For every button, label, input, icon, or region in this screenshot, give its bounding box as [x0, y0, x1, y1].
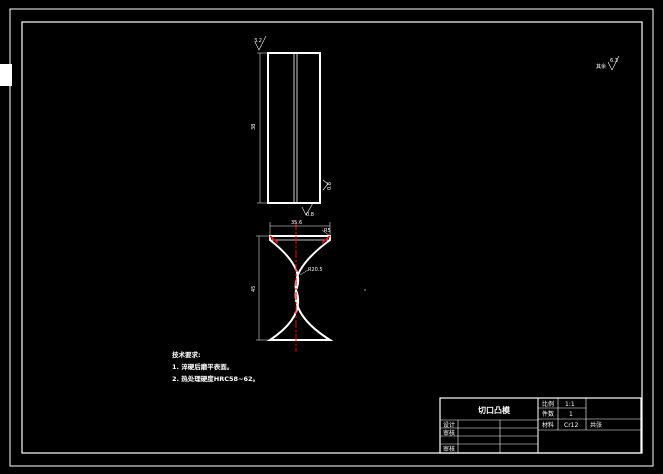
surface-finish-other-value: 6.3	[610, 58, 618, 64]
left-edge-tab[interactable]	[0, 64, 12, 86]
inner-border	[21, 21, 643, 454]
front-height-dim-label: 45	[251, 286, 257, 292]
stray-point	[364, 289, 366, 291]
width-dim-label: 35.6	[291, 220, 302, 226]
part-name: 切口凸模	[478, 405, 511, 415]
scale-label: 比例	[542, 400, 554, 408]
tech-req-item-2: 2. 热处理硬度HRC58~62。	[172, 374, 259, 383]
surface-finish-other-label: 其余	[596, 63, 606, 70]
quantity-value: 1	[569, 411, 573, 418]
chamfer-leader	[321, 229, 331, 237]
front-view-outline	[266, 235, 334, 341]
title-block: 切口凸模 比例 1:1 件数 1 材料 Cr12 共张 设计 审核 审核	[439, 397, 642, 454]
surface-finish-other-icon	[607, 55, 620, 71]
roughness-top-icon	[254, 35, 267, 51]
checker-label: 审核	[443, 429, 455, 437]
roughness-top-label: 3.2	[254, 38, 262, 44]
tech-req-title: 技术要求:	[172, 350, 201, 359]
tech-requirements: 技术要求: 1. 淬硬后磨平表面。 2. 热处理硬度HRC58~62。	[172, 350, 259, 383]
radius-label: R20.5	[308, 267, 323, 273]
sheet-label: 共张	[590, 421, 602, 429]
quantity-label: 件数	[542, 410, 554, 418]
material-label: 材料	[542, 421, 554, 429]
designer-label: 设计	[443, 421, 455, 429]
outer-border	[9, 8, 654, 467]
scale-value: 1:1	[565, 401, 575, 408]
material-value: Cr12	[564, 422, 578, 429]
chamfer-right	[321, 235, 331, 244]
front-view: 35.6 45 R20.5 R5	[251, 220, 334, 352]
radius-leader	[299, 269, 309, 276]
top-view: 38 3.2 0.8 0.8	[251, 35, 333, 218]
chamfer-left	[269, 235, 279, 244]
chamfer-label: R5	[324, 228, 331, 234]
title-block-frame	[439, 397, 642, 454]
roughness-side-icon	[322, 179, 329, 191]
roughness-side-label: 0.8	[327, 182, 333, 190]
roughness-bottom-label: 0.8	[306, 212, 314, 218]
tech-req-item-1: 1. 淬硬后磨平表面。	[172, 362, 233, 371]
roughness-bottom-icon	[301, 202, 314, 216]
height-dim-label: 38	[251, 124, 257, 130]
approver-label: 审核	[443, 445, 455, 453]
